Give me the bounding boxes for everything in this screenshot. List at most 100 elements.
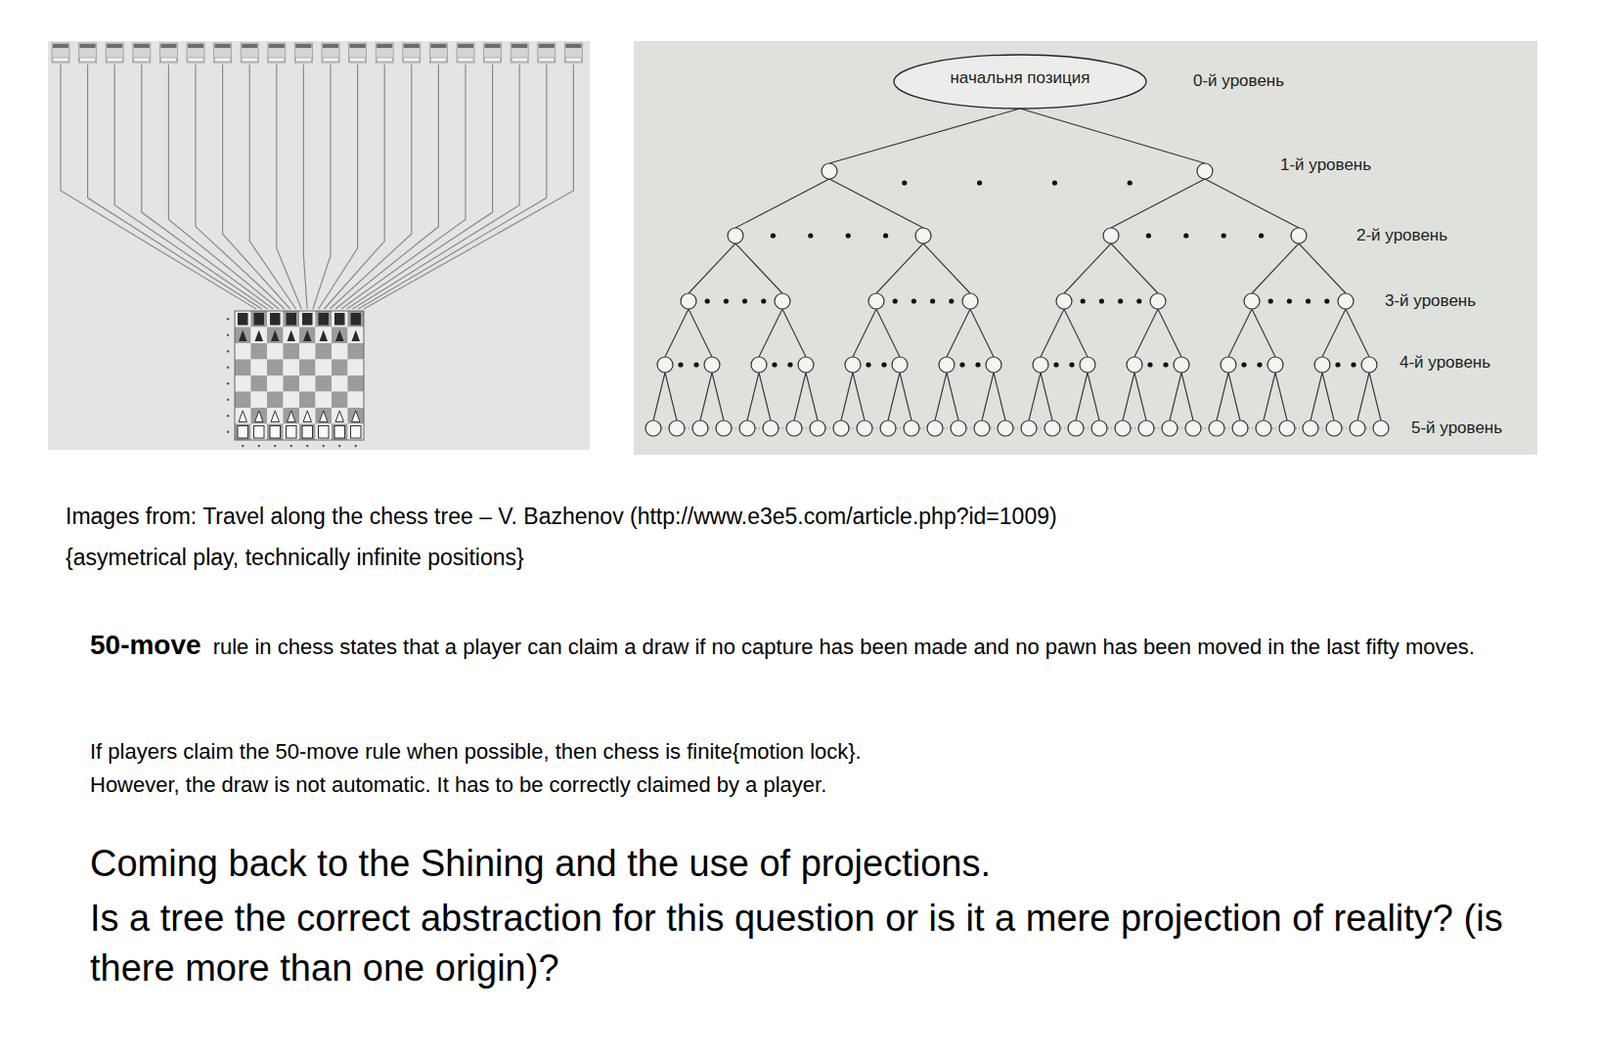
tree-branch (1322, 309, 1346, 357)
tree-branch (1064, 243, 1112, 294)
mini-board-pieces (485, 44, 501, 48)
level-label: 2-й уровень (1356, 225, 1448, 246)
mini-board-frame (349, 43, 367, 63)
mini-board (564, 43, 582, 63)
file-mark (258, 444, 261, 447)
node-text: начальня позиция (949, 68, 1090, 89)
ellipsis-dot (1117, 298, 1123, 304)
mini-board-frame (537, 43, 556, 63)
ellipsis-dot (771, 361, 777, 367)
move-line (303, 64, 308, 310)
black-pawn (303, 330, 312, 343)
board-square (283, 407, 301, 425)
tree-branch (1028, 372, 1041, 421)
mini-board (429, 43, 447, 63)
mini-board-pieces (430, 57, 446, 62)
tree-branch (1310, 372, 1323, 421)
board-square (266, 392, 284, 409)
tree-position (1267, 356, 1284, 373)
mini-board-pieces (187, 44, 204, 48)
black-pawn (287, 330, 297, 343)
mini-board-pieces (538, 57, 555, 62)
white-pawn (255, 410, 265, 423)
leaf-dotted-line (1225, 428, 1232, 430)
leaf-dotted-line (685, 428, 692, 430)
board-square (348, 392, 365, 409)
move-fan (51, 43, 582, 310)
file-mark (355, 444, 357, 447)
tree-position (774, 293, 791, 310)
tree-position (1361, 356, 1378, 373)
board-square (315, 343, 333, 360)
tree-branch (1322, 372, 1334, 421)
level-label: 4-й уровень (1399, 353, 1491, 373)
tree-branch (1134, 372, 1147, 421)
board-square (234, 311, 252, 328)
board-square (315, 375, 333, 393)
tree-position (1091, 420, 1108, 437)
leaf-dotted-line (1131, 428, 1138, 430)
rank-mark (226, 414, 229, 417)
tree-position (880, 420, 896, 437)
leaf-dotted-line (1319, 428, 1326, 430)
move-line (141, 64, 274, 310)
tree-position (927, 420, 943, 437)
tree-branch (946, 309, 971, 357)
leaf-dotted-line (1248, 428, 1255, 430)
leaf-dotted-line (662, 428, 668, 430)
board-square (315, 407, 333, 425)
board-square (251, 311, 268, 328)
ellipsis-dot (1256, 361, 1262, 367)
board-square (234, 327, 252, 345)
mini-board-pieces (295, 57, 312, 62)
board-square (348, 327, 365, 345)
tree-position (1279, 420, 1295, 437)
mini-board-frame (133, 43, 151, 63)
tree-position (668, 420, 685, 437)
level-label: 1-й уровень (1280, 155, 1372, 176)
black-piece (318, 312, 330, 326)
game-tree (645, 108, 1389, 437)
mini-board (105, 43, 124, 63)
leaf-dotted-line (1366, 428, 1373, 430)
tree-position (1290, 227, 1307, 244)
white-piece (318, 426, 330, 440)
board-square (331, 424, 349, 442)
mini-board (79, 43, 97, 63)
tree-position (645, 420, 662, 437)
tree-branch (688, 309, 712, 357)
note-line: However, the draw is not automatic. It h… (89, 772, 827, 799)
board-square (299, 375, 316, 393)
move-line (335, 64, 439, 310)
mini-board-pieces (376, 57, 393, 62)
black-piece (254, 312, 266, 326)
tree-branch (970, 309, 994, 357)
ellipsis-dot (770, 232, 776, 238)
ellipsis-dot (975, 361, 980, 367)
board-square (283, 311, 301, 328)
tree-dots (662, 179, 1373, 429)
tree-branch (981, 372, 994, 421)
file-mark (322, 444, 325, 447)
mini-board (159, 43, 178, 63)
tree-branch (665, 372, 677, 421)
white-piece (302, 426, 313, 440)
move-line (60, 64, 257, 310)
leaf-dotted-line (920, 428, 927, 430)
ellipsis-dot (1127, 179, 1133, 185)
tree-position (680, 293, 697, 310)
rank-mark (226, 399, 229, 401)
board-square (251, 359, 268, 377)
tree-branch (829, 108, 1021, 164)
mini-board-frame (186, 43, 205, 63)
tree-position (950, 420, 967, 437)
tree-branch (876, 243, 924, 294)
board-square (266, 375, 284, 393)
mini-board (402, 43, 421, 63)
ellipsis-dot (865, 361, 871, 367)
mini-board (321, 43, 340, 63)
board-square (348, 311, 365, 328)
board-square (348, 359, 365, 377)
file-mark (241, 444, 244, 447)
white-pawn (238, 410, 248, 423)
